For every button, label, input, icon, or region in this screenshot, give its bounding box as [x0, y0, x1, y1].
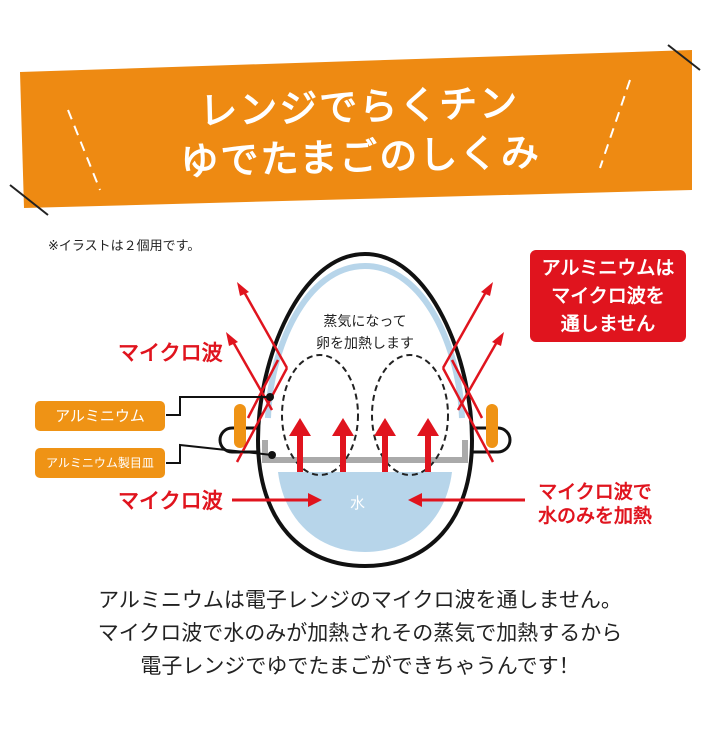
microwave-label-upper: マイクロ波 — [118, 341, 223, 365]
water-label: 水 — [350, 494, 366, 512]
microwave-up-arrows — [289, 418, 439, 472]
title-banner — [20, 50, 692, 208]
left-clip — [234, 404, 246, 448]
aluminum-label: アルミニウム — [35, 401, 165, 431]
illustration-note: ※イラストは２個用です。 — [48, 239, 201, 254]
egg-outline-left — [281, 354, 359, 476]
steam-text: 蒸気になって 卵を加熱します — [300, 311, 430, 355]
aluminum-callout: アルミニウムは マイクロ波を 通しません — [530, 250, 686, 342]
water-area — [278, 472, 452, 552]
plate-pointer-dot — [268, 451, 276, 459]
aluminum-plate — [262, 440, 468, 463]
heat-water-label: マイクロ波で 水のみを加熱 — [538, 480, 652, 528]
steam-line-2: 卵を加熱します — [316, 336, 414, 352]
body-line-2: マイクロ波で水のみが加熱されその蒸気で加熱するから — [97, 621, 623, 645]
aluminum-plate-label: アルミニウム製目皿 — [35, 448, 165, 478]
callout-line-3: 通しません — [560, 313, 656, 335]
water-heating-arrows — [232, 493, 525, 507]
explanation-text: アルミニウムは電子レンジのマイクロ波を通しません。 マイクロ波で水のみが加熱され… — [0, 584, 720, 683]
steam-line-1: 蒸気になって — [323, 314, 407, 330]
body-line-1: アルミニウムは電子レンジのマイクロ波を通しません。 — [98, 588, 622, 612]
aluminum-pointer-dot — [266, 393, 274, 401]
body-line-3: 電子レンジでゆでたまごができちゃうんです！ — [140, 654, 580, 678]
callout-line-1: アルミニウムは — [541, 257, 675, 279]
heat-line-2: 水のみを加熱 — [538, 505, 653, 527]
egg-outline-right — [371, 354, 449, 476]
right-clip — [486, 404, 498, 448]
leader-lines — [166, 396, 273, 464]
blocked-microwave-arrows — [226, 282, 504, 463]
heat-line-1: マイクロ波で — [538, 481, 652, 503]
callout-line-2: マイクロ波を — [551, 285, 665, 307]
microwave-label-lower: マイクロ波 — [118, 489, 223, 513]
